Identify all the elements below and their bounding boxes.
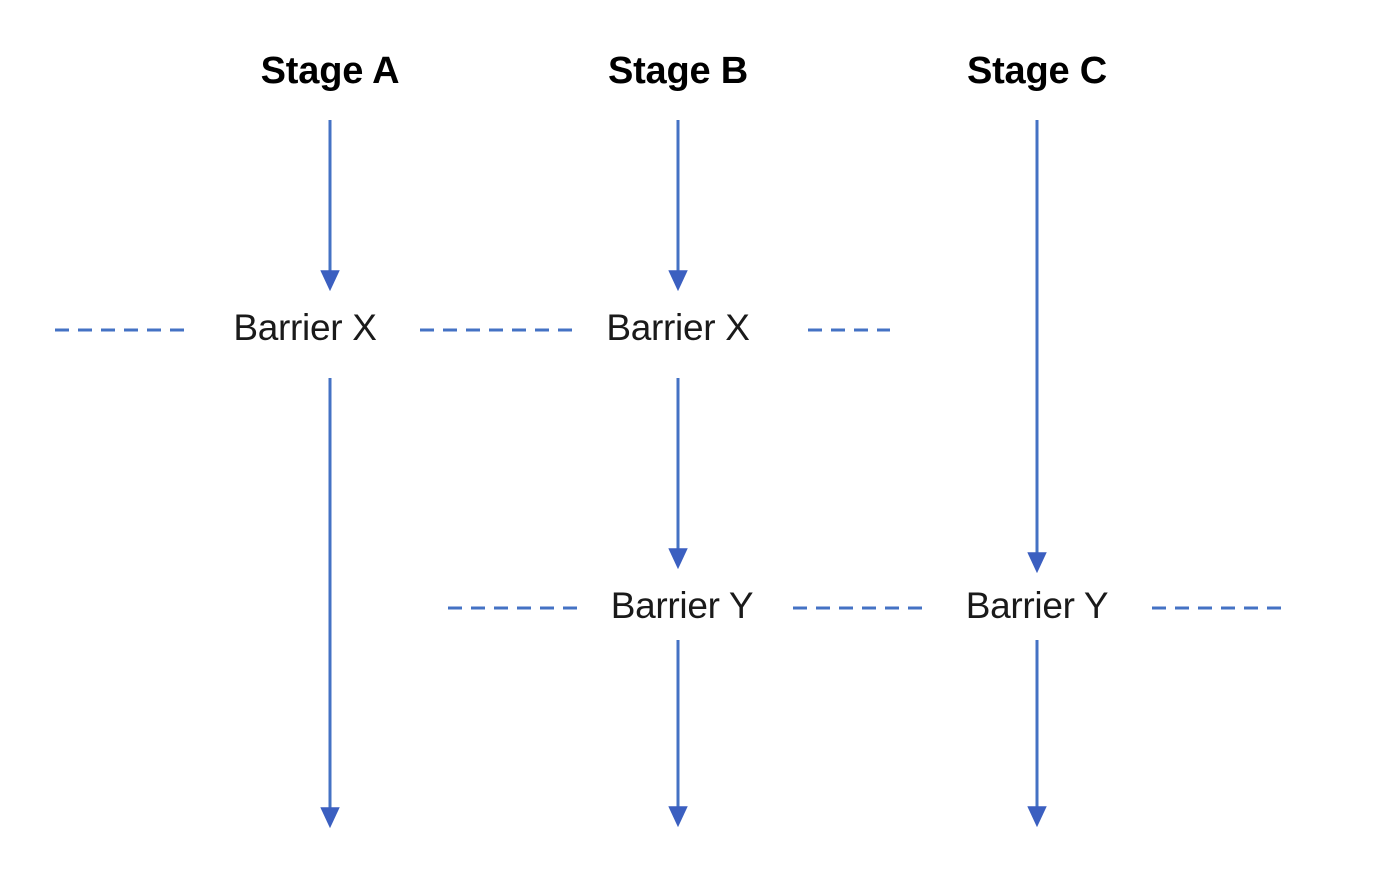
stage-header-b: Stage B [607, 50, 749, 92]
stage-header-c: Stage C [966, 50, 1108, 92]
barrier-label-y-stage-c: Barrier Y [965, 585, 1109, 626]
barrier-label-x-stage-b: Barrier X [606, 307, 750, 348]
stage-header-a: Stage A [260, 50, 400, 92]
barrier-label-x-stage-a: Barrier X [233, 307, 377, 348]
barrier-label-y-stage-b: Barrier Y [610, 585, 754, 626]
